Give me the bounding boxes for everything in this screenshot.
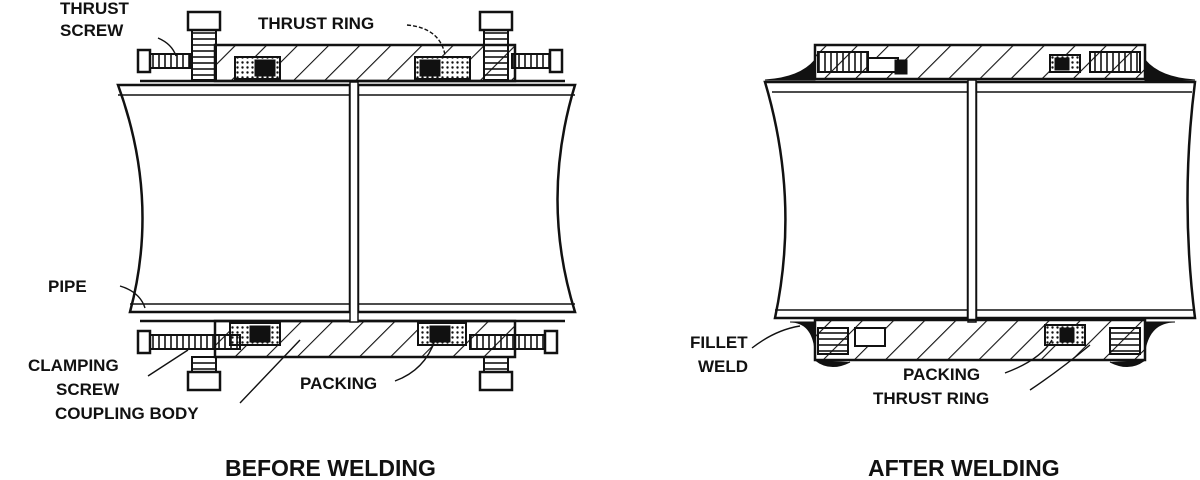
thrust-screw-top-right (478, 10, 514, 81)
leader-lines-after (751, 325, 1091, 391)
pipe-left-after (763, 80, 970, 320)
coupling-body-bottom-after (813, 318, 1147, 362)
label-fillet-weld-line2: WELD (698, 357, 748, 376)
label-clamping-screw-line1: CLAMPING (28, 356, 119, 375)
label-thrust-screw-line1: THRUST (60, 0, 130, 18)
thrust-ring-top-right (414, 56, 471, 80)
label-fillet-weld-line1: FILLET (690, 333, 748, 352)
clamping-screw-top-left (136, 48, 191, 74)
caption-before-welding: BEFORE WELDING (225, 455, 436, 480)
packing-ring-top-left (234, 56, 281, 80)
pipe-right-after (974, 80, 1197, 320)
screw-cap-bottom-right (1109, 359, 1146, 367)
fillet-weld-top-left (764, 58, 816, 81)
fillet-weld-bottom-left (789, 321, 816, 351)
label-clamping-screw-line2: SCREW (56, 380, 120, 399)
pipe-gap-after (967, 79, 977, 323)
thrust-screw-top-left (186, 10, 222, 81)
screw-cap-bottom-left (814, 359, 851, 367)
label-pipe: PIPE (48, 277, 87, 296)
packing-ring-bottom-left (229, 322, 281, 346)
before-welding-figure: THRUST SCREW THRUST RING PIPE CLAMPING S… (28, 0, 577, 480)
label-packing-after: PACKING (903, 365, 980, 384)
fillet-weld-top-right (1144, 58, 1196, 83)
label-thrust-ring: THRUST RING (258, 14, 374, 33)
packing-ring-bottom-right (417, 322, 467, 346)
pipe-gap (349, 81, 359, 323)
clamping-screw-top-right (511, 48, 564, 74)
coupling-body-top-after (813, 43, 1147, 81)
clamping-screw-bottom-left (136, 329, 241, 392)
caption-after-welding: AFTER WELDING (868, 455, 1060, 480)
label-thrust-screw-line2: SCREW (60, 21, 124, 40)
pipe-left (116, 83, 352, 314)
label-thrust-ring-after: THRUST RING (873, 389, 989, 408)
pipe-right (356, 83, 577, 314)
clamping-screw-bottom-right (469, 329, 559, 392)
fillet-weld-bottom-right (1144, 321, 1176, 351)
leader-lines-before (119, 24, 446, 404)
after-welding-figure: FILLET WELD PACKING THRUST RING AFTER WE… (690, 43, 1197, 480)
label-packing-before: PACKING (300, 374, 377, 393)
label-coupling-body: COUPLING BODY (55, 404, 199, 423)
